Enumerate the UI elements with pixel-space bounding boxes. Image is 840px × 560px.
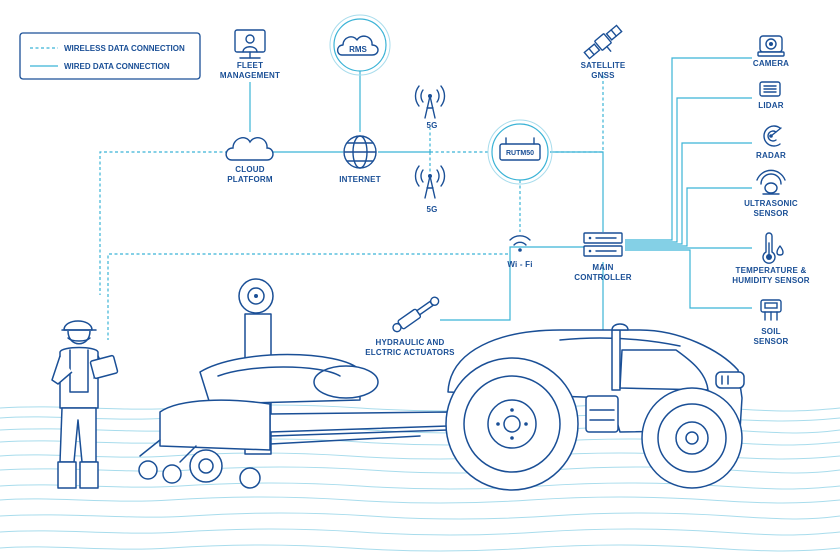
- soil-node: SOIL SENSOR: [754, 299, 789, 346]
- fleet-management-node: FLEET MANAGEMENT: [220, 29, 280, 80]
- radar-label: RADAR: [756, 151, 786, 160]
- fleet-label-line2: MANAGEMENT: [220, 71, 280, 80]
- actuators-node: HYDRAULIC AND ELCTRIC ACTUATORS: [365, 296, 455, 357]
- 5g-bottom-label: 5G: [426, 205, 437, 214]
- 5g-bottom-node: 5G: [414, 165, 446, 214]
- legend: WIRELESS DATA CONNECTION WIRED DATA CONN…: [19, 32, 201, 80]
- satellite-node: SATELLITE GNSS: [581, 24, 626, 80]
- legend-box: [19, 32, 201, 80]
- controller-icon: [583, 232, 623, 257]
- controller-label-line1: MAIN: [592, 263, 613, 272]
- connections: [99, 57, 752, 340]
- 5g-top-label: 5G: [426, 121, 437, 130]
- wifi-label: Wi - Fi: [507, 260, 532, 269]
- rms-cloud-icon: [336, 35, 379, 56]
- antenna-icon: [414, 85, 446, 119]
- cloud-label-line1: CLOUD: [235, 165, 264, 174]
- seeder-implement: [138, 278, 449, 489]
- 5g-top-node: 5G: [414, 85, 446, 130]
- tractor-illustration: [445, 323, 745, 491]
- fleet-label-line1: FLEET: [237, 61, 263, 70]
- camera-icon: [757, 35, 785, 57]
- router-node: RUTM50: [487, 119, 553, 185]
- router-label: RUTM50: [506, 150, 534, 157]
- soil-sensor-icon: [760, 299, 782, 321]
- controller-label-line2: CONTROLLER: [574, 273, 632, 282]
- actuators-label-line1: HYDRAULIC AND: [376, 338, 445, 347]
- temperature-label-line1: TEMPERATURE &: [736, 266, 807, 275]
- rms-halo-outer: [329, 14, 391, 76]
- cloud-icon: [225, 137, 274, 161]
- main-controller-node: MAIN CONTROLLER: [574, 232, 632, 282]
- thermometer-icon: [762, 232, 784, 264]
- temperature-label-line2: HUMIDITY SENSOR: [732, 276, 810, 285]
- soil-label-line1: SOIL: [761, 327, 780, 336]
- wifi-node: Wi - Fi: [507, 235, 532, 269]
- router-icon: [499, 143, 541, 161]
- ultrasonic-label-line1: ULTRASONIC: [744, 199, 798, 208]
- ultrasonic-label-line2: SENSOR: [754, 209, 789, 218]
- rms-node: RMS: [329, 14, 391, 76]
- cloud-label-line2: PLATFORM: [227, 175, 273, 184]
- actuators-label-line2: ELCTRIC ACTUATORS: [365, 348, 455, 357]
- satellite-label-line1: SATELLITE: [581, 61, 626, 70]
- radar-node: RADAR: [756, 125, 786, 160]
- lidar-label: LIDAR: [758, 101, 783, 110]
- rms-label: RMS: [349, 45, 367, 54]
- internet-node: INTERNET: [339, 135, 381, 184]
- globe-icon: [343, 135, 377, 169]
- wifi-icon: [509, 235, 531, 252]
- farmer-illustration: [51, 320, 119, 489]
- fleet-management-icon: [234, 29, 266, 59]
- lidar-icon: [759, 81, 781, 97]
- camera-label: CAMERA: [753, 59, 789, 68]
- internet-label: INTERNET: [339, 175, 381, 184]
- lidar-node: LIDAR: [758, 81, 784, 110]
- camera-node: CAMERA: [753, 35, 789, 68]
- hydraulic-cylinder-icon: [392, 296, 440, 333]
- legend-wired-label: WIRED DATA CONNECTION: [64, 62, 170, 71]
- rms-halo: [333, 18, 387, 72]
- ultrasonic-node: ULTRASONIC SENSOR: [744, 169, 798, 218]
- cloud-platform-node: CLOUD PLATFORM: [225, 137, 274, 184]
- soil-label-line2: SENSOR: [754, 337, 789, 346]
- ultrasonic-icon: [756, 169, 786, 195]
- legend-wireless-label: WIRELESS DATA CONNECTION: [64, 44, 185, 53]
- satellite-label-line2: GNSS: [591, 71, 615, 80]
- satellite-icon: [583, 24, 623, 60]
- radar-icon: [763, 125, 782, 147]
- antenna-icon: [414, 165, 446, 199]
- temperature-node: TEMPERATURE & HUMIDITY SENSOR: [732, 232, 810, 285]
